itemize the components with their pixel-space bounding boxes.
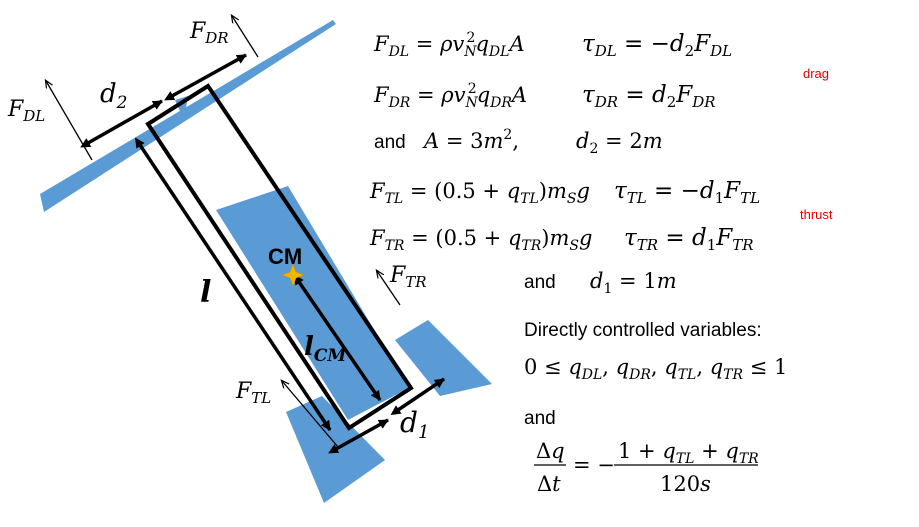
fdr-arrow	[232, 16, 259, 58]
ftl-arrow	[282, 381, 339, 448]
eq-fdr: FDR = ρvN2qDRA	[373, 81, 527, 111]
cm-marker-icon	[281, 263, 305, 287]
label-ftr: FTR	[389, 263, 427, 291]
eq-and-1: and	[374, 132, 406, 153]
label-d1: d1	[400, 406, 429, 443]
ftr-arrow	[377, 271, 401, 306]
label-d2: d2	[100, 79, 127, 113]
label-l: l	[200, 275, 211, 310]
eq-and-3: and	[524, 408, 556, 429]
svg-text:1 + qTL + qTR: 1 + qTL + qTR	[618, 439, 759, 467]
equations-panel: FDL = ρvN2qDLA τDL = −d2FDL drag FDR = ρ…	[369, 30, 833, 496]
svg-text:= −: = −	[573, 453, 615, 477]
eq-tau-dr: τDR = d2FDR	[582, 82, 716, 111]
d2-upper-arrow	[164, 53, 247, 101]
eq-d1: d1 = 1m	[590, 269, 677, 297]
label-fdl: FDL	[7, 97, 45, 125]
label-cm: CM	[268, 244, 302, 269]
eq-d2: d2 = 2m	[576, 129, 663, 157]
d1-arrow-right	[390, 377, 445, 416]
label-lcm: lCM	[304, 332, 347, 366]
eq-ftr: FTR = (0.5 + qTR)mSg	[369, 226, 592, 254]
label-ftl: FTL	[235, 379, 271, 407]
label-fdr: FDR	[189, 19, 229, 47]
right-fin	[395, 320, 492, 396]
svg-text:120s: 120s	[660, 472, 711, 496]
top-wing	[40, 20, 336, 212]
eq-tau-tr: τTR = d1FTR	[624, 225, 754, 254]
svg-text:Δt: Δt	[537, 472, 561, 496]
eq-fdl: FDL = ρvN2qDLA	[373, 30, 525, 60]
eq-dq-dt: Δq Δt = − 1 + qTL + qTR 120s	[534, 439, 759, 496]
d1-arrow-left	[328, 418, 389, 454]
fdl-arrow	[46, 81, 93, 161]
thrust-label: thrust	[800, 207, 833, 222]
d2-arrow	[80, 99, 163, 148]
eq-range: 0 ≤ qDL, qDR, qTL, qTR ≤ 1	[524, 355, 787, 383]
eq-area: A = 3m2,	[422, 127, 519, 153]
eq-tau-tl: τTL = −d1FTL	[614, 178, 760, 207]
eq-tau-dl: τDL = −d2FDL	[582, 31, 732, 60]
svg-text:Δq: Δq	[536, 439, 565, 463]
controlled-vars-heading: Directly controlled variables:	[524, 320, 762, 341]
length-lcm-arrow	[293, 274, 382, 401]
eq-and-2: and	[524, 272, 556, 293]
drag-label: drag	[803, 66, 829, 81]
eq-ftl: FTL = (0.5 + qTL)mSg	[369, 179, 590, 207]
